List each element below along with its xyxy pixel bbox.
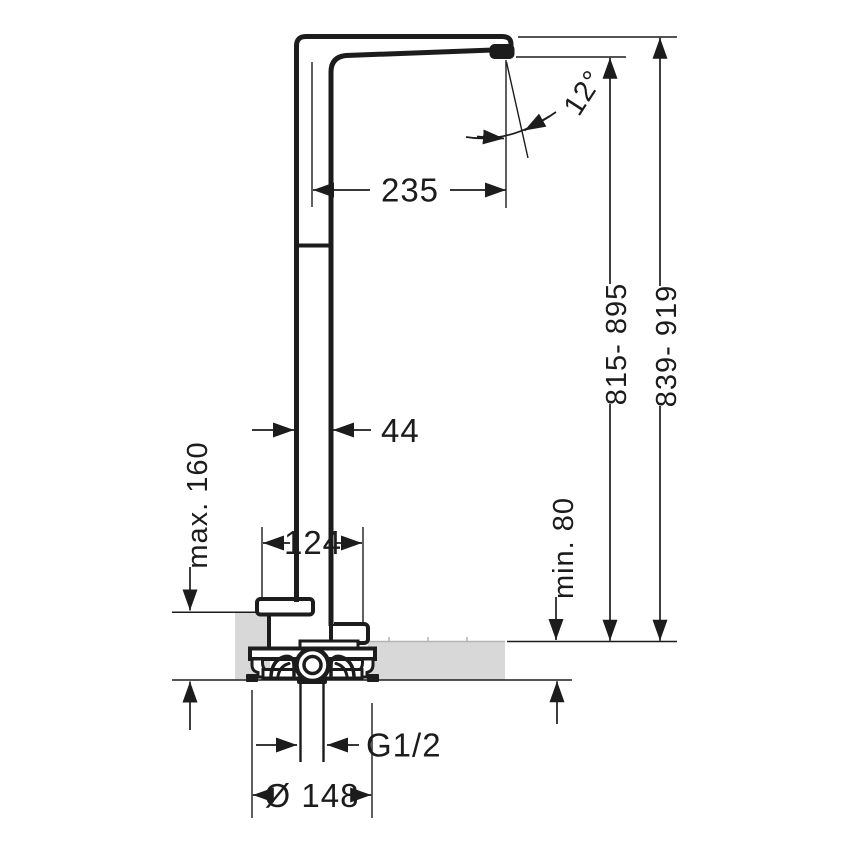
connection-ring-inner: [302, 654, 323, 676]
dim-spout-reach: 235: [311, 62, 506, 209]
dim-label-spout-angle: 12°: [558, 65, 610, 122]
dim-label-base-diameter: Ø 148: [265, 777, 360, 814]
floor-section-right: [368, 637, 505, 680]
mounting-claw-left-inner: [276, 662, 291, 678]
dim-label-base-step-width: 124: [284, 524, 342, 561]
dim-spout-angle: 12°: [465, 60, 610, 208]
dim-label-column-width: 44: [381, 412, 420, 449]
angle-arrow-right: [524, 113, 551, 132]
flange-foot-left: [246, 674, 258, 682]
base-flange: [246, 646, 379, 684]
faucet-outer-outline: [294, 34, 514, 602]
dim-base-diameter: Ø 148: [251, 690, 373, 818]
dim-label-floor-min: min. 80: [548, 497, 580, 599]
faucet-body: [246, 34, 515, 762]
column-fill: [298, 38, 509, 624]
mounting-claw-right: [329, 654, 356, 678]
dim-label-spout-reach: 235: [381, 172, 439, 209]
flange-foot-right: [367, 674, 379, 682]
angle-reference-line: [505, 61, 529, 159]
mounting-claw-right-inner: [334, 662, 349, 678]
spout-underside-outline: [328, 47, 494, 626]
dim-label-floor-max: max. 160: [182, 441, 214, 568]
floor-right-fill: [368, 641, 505, 680]
dim-base-step-width: 124: [261, 524, 364, 624]
aerator: [489, 44, 515, 59]
dim-label-height-total: 839- 919: [651, 285, 683, 408]
dim-floor-max: max. 160: [182, 441, 214, 730]
dim-thread: G1/2: [256, 727, 442, 764]
angle-arrow-left: [476, 129, 505, 145]
base-step-left: [255, 597, 315, 617]
angle-arc: [465, 111, 557, 140]
dim-column-width: 44: [252, 412, 420, 449]
dim-heights: 815- 895 839- 919: [516, 36, 683, 641]
dim-label-thread: G1/2: [366, 727, 442, 764]
mounting-claw-left: [269, 654, 296, 678]
dim-floor-min: min. 80: [548, 497, 580, 724]
dim-label-height-to-spout: 815- 895: [601, 283, 633, 406]
